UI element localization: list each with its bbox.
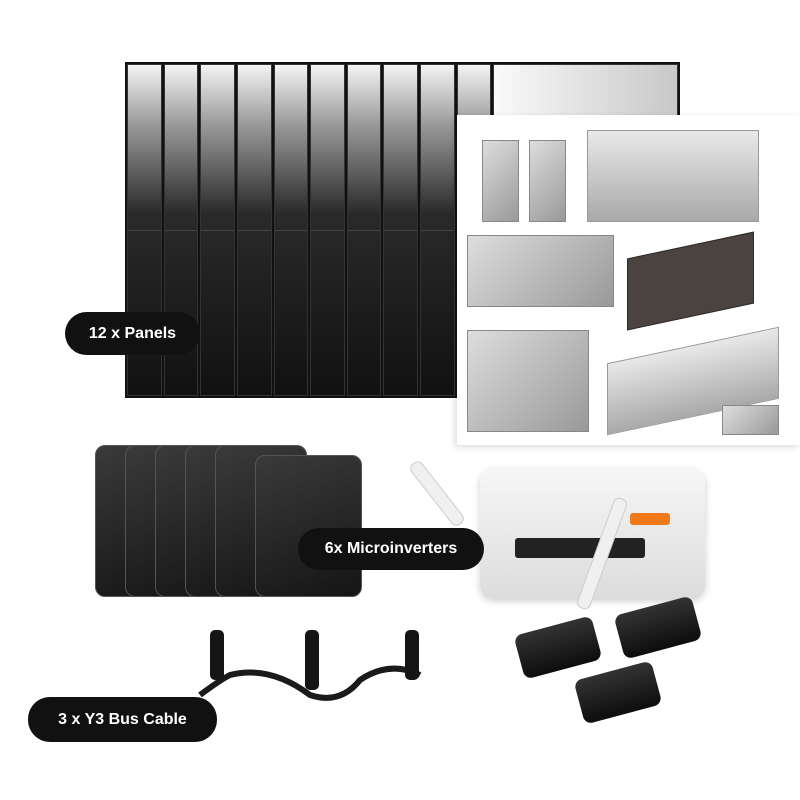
solar-panel [310, 64, 345, 396]
connector [513, 615, 603, 680]
clamp [482, 140, 519, 222]
bracket-set [467, 235, 614, 307]
connector [613, 595, 703, 660]
solar-panel [383, 64, 418, 396]
microinverter [255, 455, 362, 597]
connector [573, 660, 663, 725]
mounting-kit-image [457, 115, 800, 445]
bus-cable-label: 3 x Y3 Bus Cable [28, 697, 217, 742]
gateway-logo [630, 513, 670, 525]
bolts [722, 405, 779, 435]
microinverters-image [95, 440, 365, 610]
clamp [529, 140, 566, 222]
rail-bundle [587, 130, 759, 222]
microinverters-label: 6x Microinverters [298, 528, 484, 570]
gateway-ports [515, 538, 645, 558]
solar-panel [273, 64, 309, 396]
solar-panel [346, 64, 382, 396]
roof-pads [627, 231, 754, 331]
bus-cable-image [198, 630, 422, 701]
panels-label: 12 x Panels [65, 312, 200, 355]
solar-panel [420, 64, 455, 396]
solar-panel [236, 64, 272, 396]
solar-panel [200, 64, 235, 396]
antenna [407, 458, 467, 529]
end-clamps [467, 330, 589, 432]
